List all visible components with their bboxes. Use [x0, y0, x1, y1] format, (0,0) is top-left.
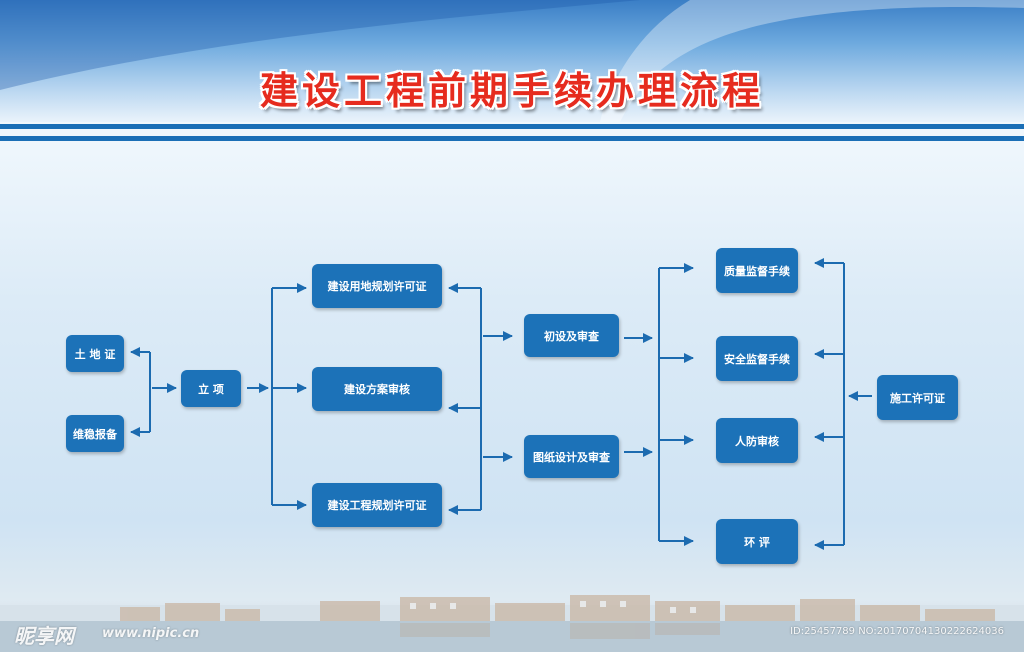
node-quality-supervision: 质量监督手续: [716, 248, 798, 293]
node-stability-report: 维稳报备: [66, 415, 124, 452]
header-band: [0, 0, 1024, 122]
node-safety-supervision: 安全监督手续: [716, 336, 798, 381]
divider-line-bottom: [0, 136, 1024, 141]
node-project-approval: 立 项: [181, 370, 241, 407]
node-environmental-assessment: 环 评: [716, 519, 798, 564]
city-skyline-image: [0, 595, 1024, 652]
node-land-use-planning-permit: 建设用地规划许可证: [312, 264, 442, 308]
node-civil-defense-review: 人防审核: [716, 418, 798, 463]
page-title: 建设工程前期手续办理流程: [259, 69, 764, 113]
watermark-url: www.nipic.cn: [102, 626, 200, 641]
watermark-logo: 昵享网: [14, 624, 74, 648]
node-engineering-planning-permit: 建设工程规划许可证: [312, 483, 442, 527]
node-land-cert: 土 地 证: [66, 335, 124, 372]
node-design-plan-review: 建设方案审核: [312, 367, 442, 411]
watermark-id: ID:25457789 NO:20170704130222624036: [790, 626, 1004, 637]
node-drawing-design-review: 图纸设计及审查: [524, 435, 619, 478]
node-construction-permit: 施工许可证: [877, 375, 958, 420]
node-preliminary-design-review: 初设及审查: [524, 314, 619, 357]
divider-line-top: [0, 124, 1024, 129]
header-swoosh: [0, 0, 1024, 122]
